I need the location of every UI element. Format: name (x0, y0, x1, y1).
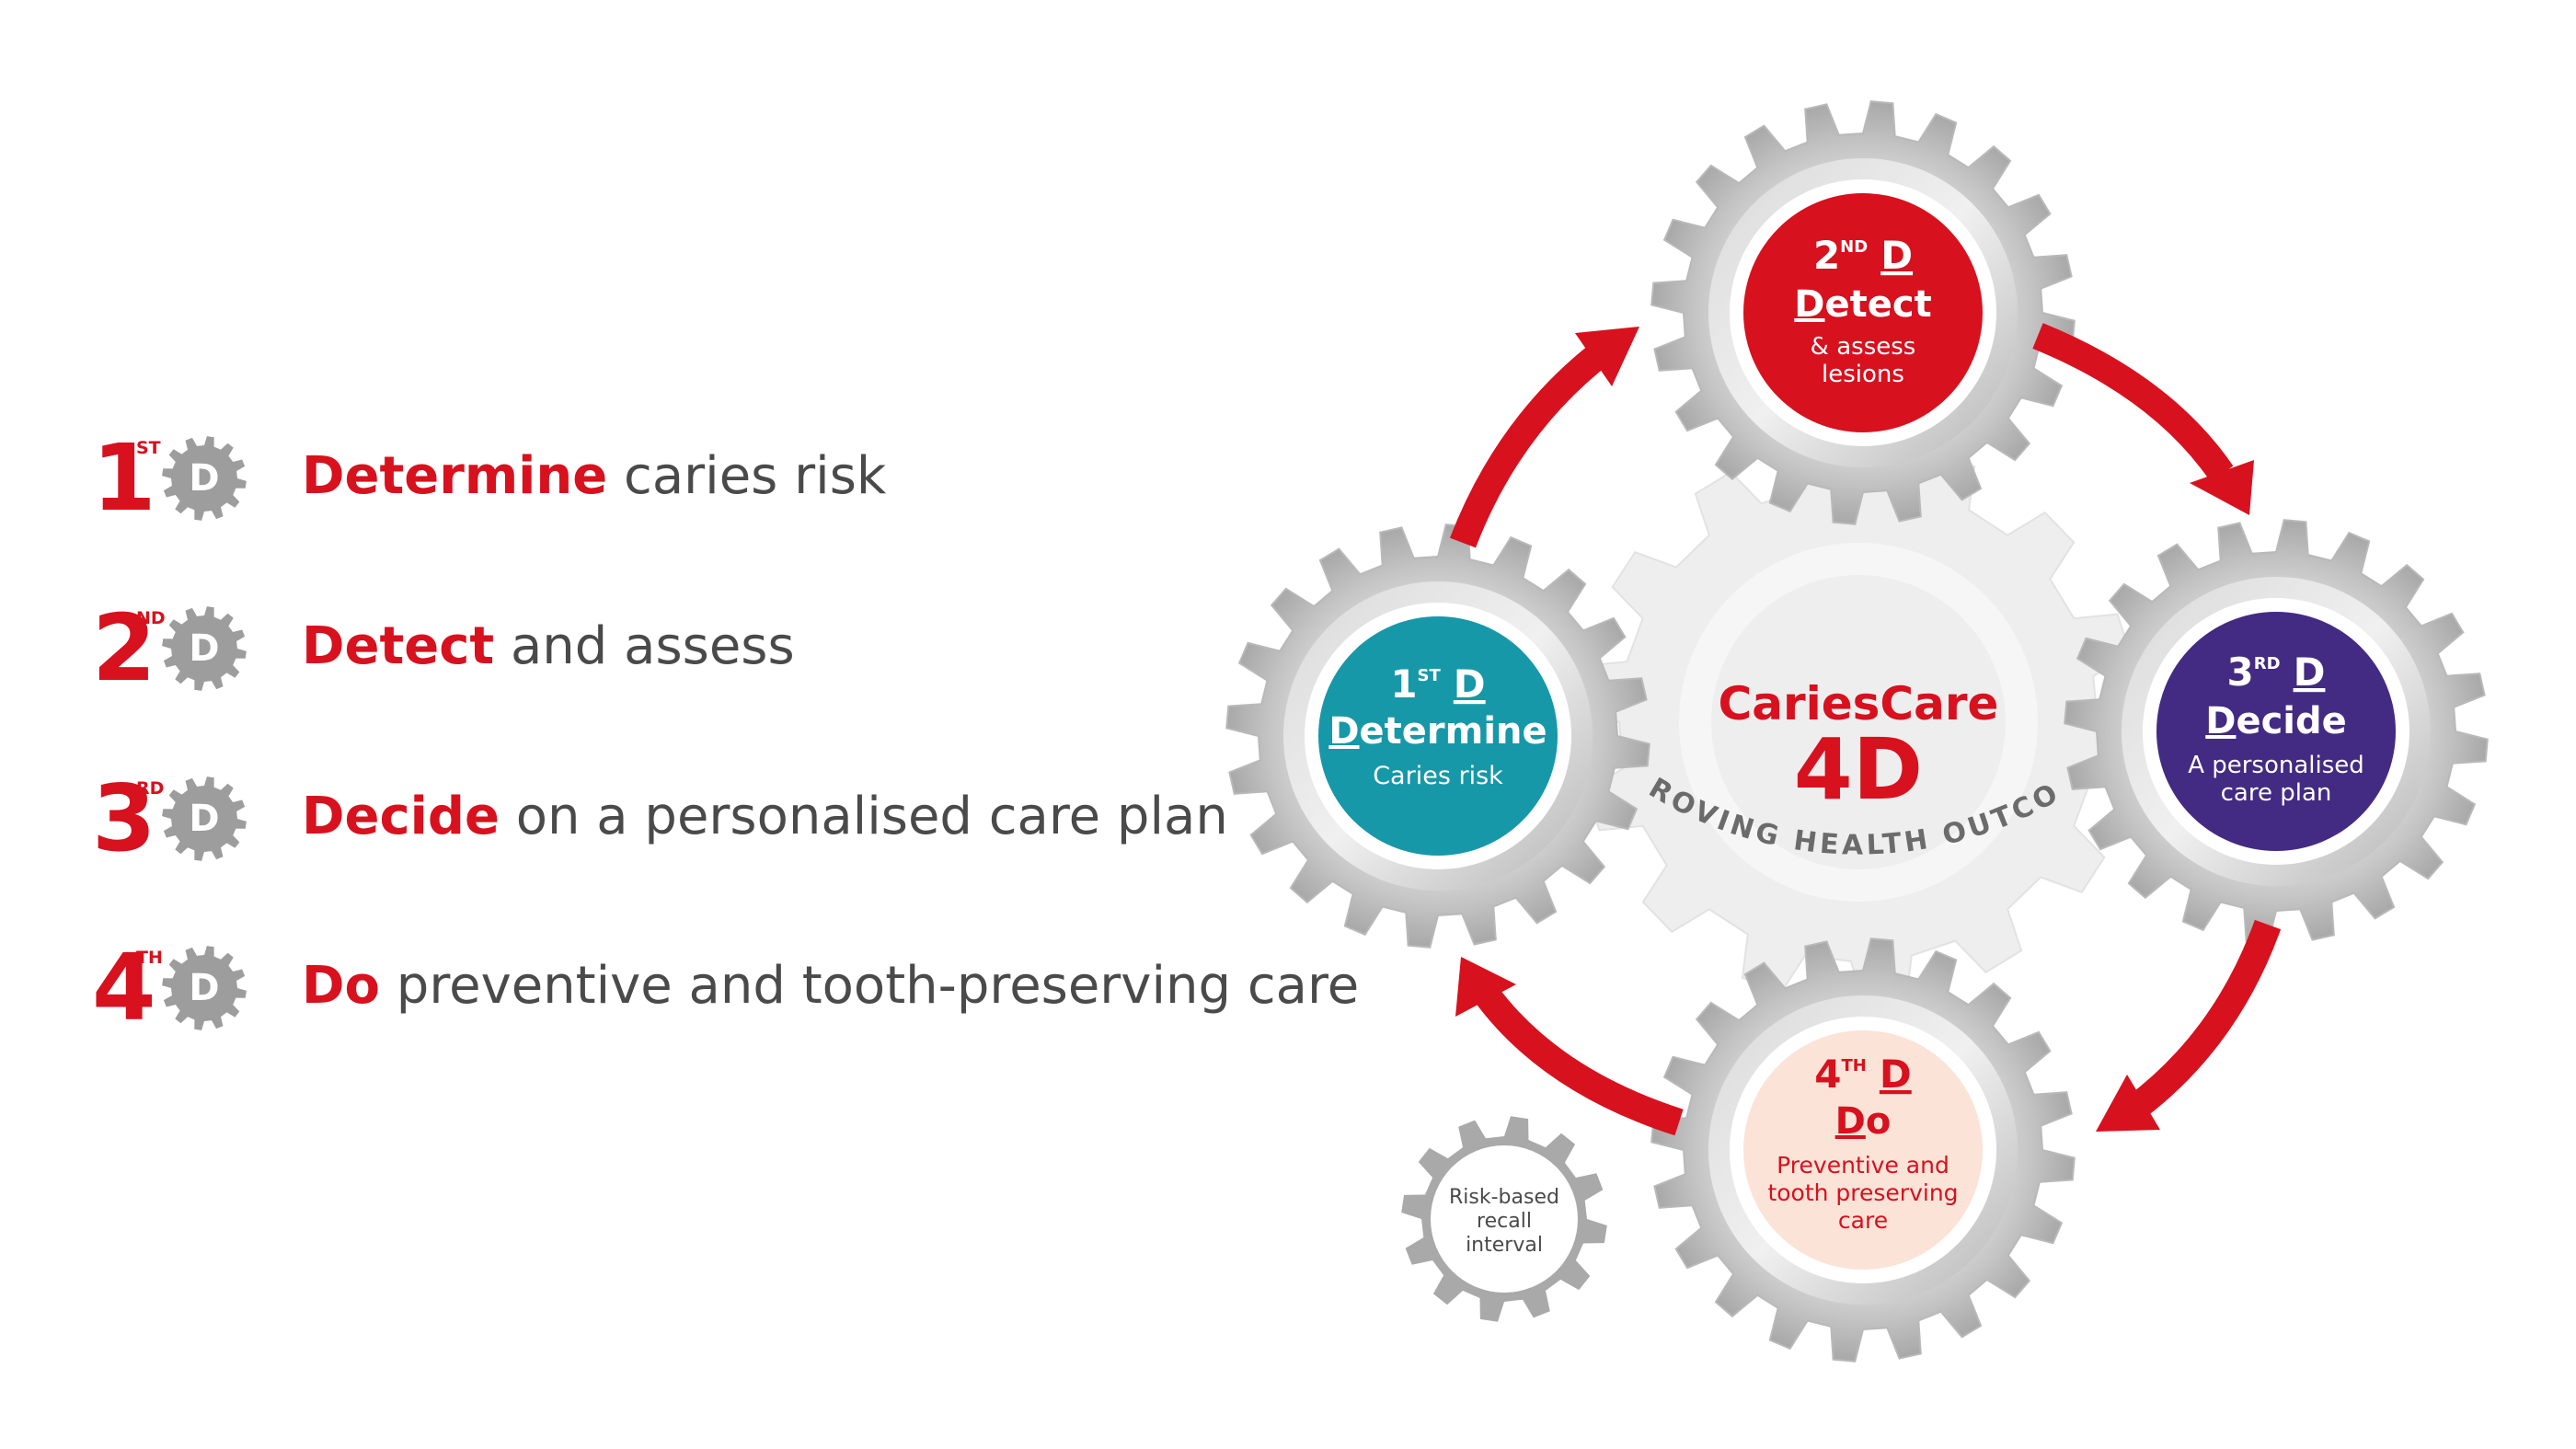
node-determine-ordinal: 1ST D (1390, 661, 1485, 707)
recall-line-2: recall (1477, 1210, 1532, 1233)
node-do-title: Do (1835, 1100, 1892, 1143)
ordinal-d: D (2294, 650, 2326, 695)
ordinal-number: 4 (1814, 1052, 1841, 1097)
ordinal-number: 1 (1390, 661, 1417, 707)
node-decide-ordinal: 3RD D (2227, 650, 2326, 695)
mini-gear-core (177, 791, 232, 846)
node-decide-title: Decide (2205, 700, 2347, 742)
legend-text: Determine caries risk (302, 445, 886, 507)
legend-number: 4 (92, 934, 156, 1041)
legend-ordinal: ST (136, 438, 161, 458)
mini-gear-core (177, 621, 232, 676)
gear-d-icon: D (162, 776, 247, 861)
node-do-desc-2: tooth preserving (1767, 1179, 1958, 1206)
gear-d-icon: D (162, 946, 247, 1030)
node-detect-desc-1: & assess (1811, 333, 1916, 361)
recall-line-3: interval (1466, 1234, 1543, 1257)
title-first-letter: D (2205, 700, 2236, 742)
legend-keyword: Detect (302, 616, 495, 676)
title-first-letter: D (1328, 710, 1359, 753)
ordinal-d: D (1880, 1052, 1912, 1097)
arrow-head-icon (2096, 1075, 2160, 1132)
node-do-desc-1: Preventive and (1777, 1152, 1949, 1179)
ordinal-d: D (1880, 233, 1913, 278)
arrow-decide-to-do (2125, 919, 2282, 1120)
gear-letter: D (189, 798, 219, 840)
node-decide: 3RD D Decide A personalised care plan (2156, 612, 2396, 851)
legend-ordinal: ND (136, 608, 166, 628)
gear-icon (162, 776, 247, 861)
legend-number: 1 (92, 424, 156, 532)
title-rest: etect (1824, 283, 1931, 326)
recall-gear-center (1431, 1145, 1578, 1293)
legend-ordinal: RD (136, 778, 165, 799)
legend-keyword: Determine (302, 446, 608, 506)
mini-gear-core (177, 451, 232, 506)
mini-gear-core (177, 960, 232, 1016)
center-big-label: 4D (1794, 720, 1923, 819)
ordinal-suffix: RD (2254, 654, 2281, 673)
arrow-head-icon (1455, 957, 1516, 1017)
center-title: CariesCare (1719, 677, 1999, 730)
node-determine-title: Determine (1328, 710, 1547, 753)
legend-text: Decide on a personalised care plan (302, 786, 1228, 847)
node-determine-circle (1318, 616, 1558, 856)
gear-icon (162, 946, 247, 1030)
legend-description: on a personalised care plan (499, 787, 1228, 846)
recall-gear: Risk-based recall interval (1401, 1116, 1607, 1322)
recall-line-1: Risk-based (1449, 1186, 1559, 1209)
ordinal-suffix: TH (1842, 1056, 1867, 1075)
legend-text: Do preventive and tooth-preserving care (302, 955, 1359, 1017)
gear-icon (162, 436, 247, 521)
node-detect-circle (1743, 193, 1983, 432)
arrow-head-icon (1575, 327, 1639, 386)
node-detect: 2ND D Detect & assess lesions (1743, 193, 1983, 432)
node-decide-circle (2156, 612, 2396, 851)
gear-letter: D (189, 627, 219, 670)
center-gear-core (1711, 575, 2006, 869)
node-do-circle (1743, 1030, 1983, 1270)
title-first-letter: D (1794, 283, 1824, 326)
legend-description: and assess (494, 616, 795, 676)
gear-icon (162, 606, 247, 691)
ordinal-suffix: ND (1840, 237, 1868, 257)
legend-keyword: Decide (302, 787, 500, 846)
arrow-determine-to-detect (1450, 339, 1615, 548)
node-detect-ordinal: 2ND D (1813, 233, 1913, 278)
node-determine-desc-1: Caries risk (1373, 762, 1503, 790)
legend-description: preventive and tooth-preserving care (379, 956, 1360, 1016)
legend-ordinal: TH (136, 948, 163, 968)
cycle-arrows (1450, 323, 2282, 1136)
node-detect-title: Detect (1794, 283, 1931, 326)
legend-number: 3 (92, 765, 156, 872)
gear-d-icon: D (162, 436, 247, 521)
node-do-ordinal: 4TH D (1814, 1052, 1911, 1097)
node-detect-desc-2: lesions (1822, 361, 1904, 388)
node-determine: 1ST D Determine Caries risk (1318, 616, 1558, 856)
title-rest: ecide (2236, 700, 2346, 742)
arrow-do-to-determine (1474, 985, 1684, 1136)
legend-keyword: Do (302, 956, 380, 1016)
gear-d-icon: D (162, 606, 247, 691)
ordinal-number: 2 (1813, 233, 1840, 278)
title-rest: o (1866, 1100, 1891, 1143)
ordinal-suffix: ST (1418, 666, 1442, 685)
legend-text: Detect and assess (302, 615, 795, 677)
gear-letter: D (189, 457, 219, 500)
node-decide-desc-2: care plan (2221, 779, 2332, 807)
ordinal-number: 3 (2227, 650, 2254, 695)
ordinal-d: D (1454, 661, 1486, 707)
gear-letter: D (189, 967, 219, 1009)
title-rest: etermine (1360, 710, 1547, 753)
node-decide-desc-1: A personalised (2188, 752, 2364, 779)
legend-number: 2 (92, 594, 156, 702)
arrow-head-icon (2190, 460, 2254, 515)
arrow-detect-to-decide (2032, 323, 2234, 482)
node-do-desc-3: care (1838, 1207, 1888, 1234)
legend-description: caries risk (607, 446, 887, 506)
title-first-letter: D (1835, 1100, 1866, 1143)
